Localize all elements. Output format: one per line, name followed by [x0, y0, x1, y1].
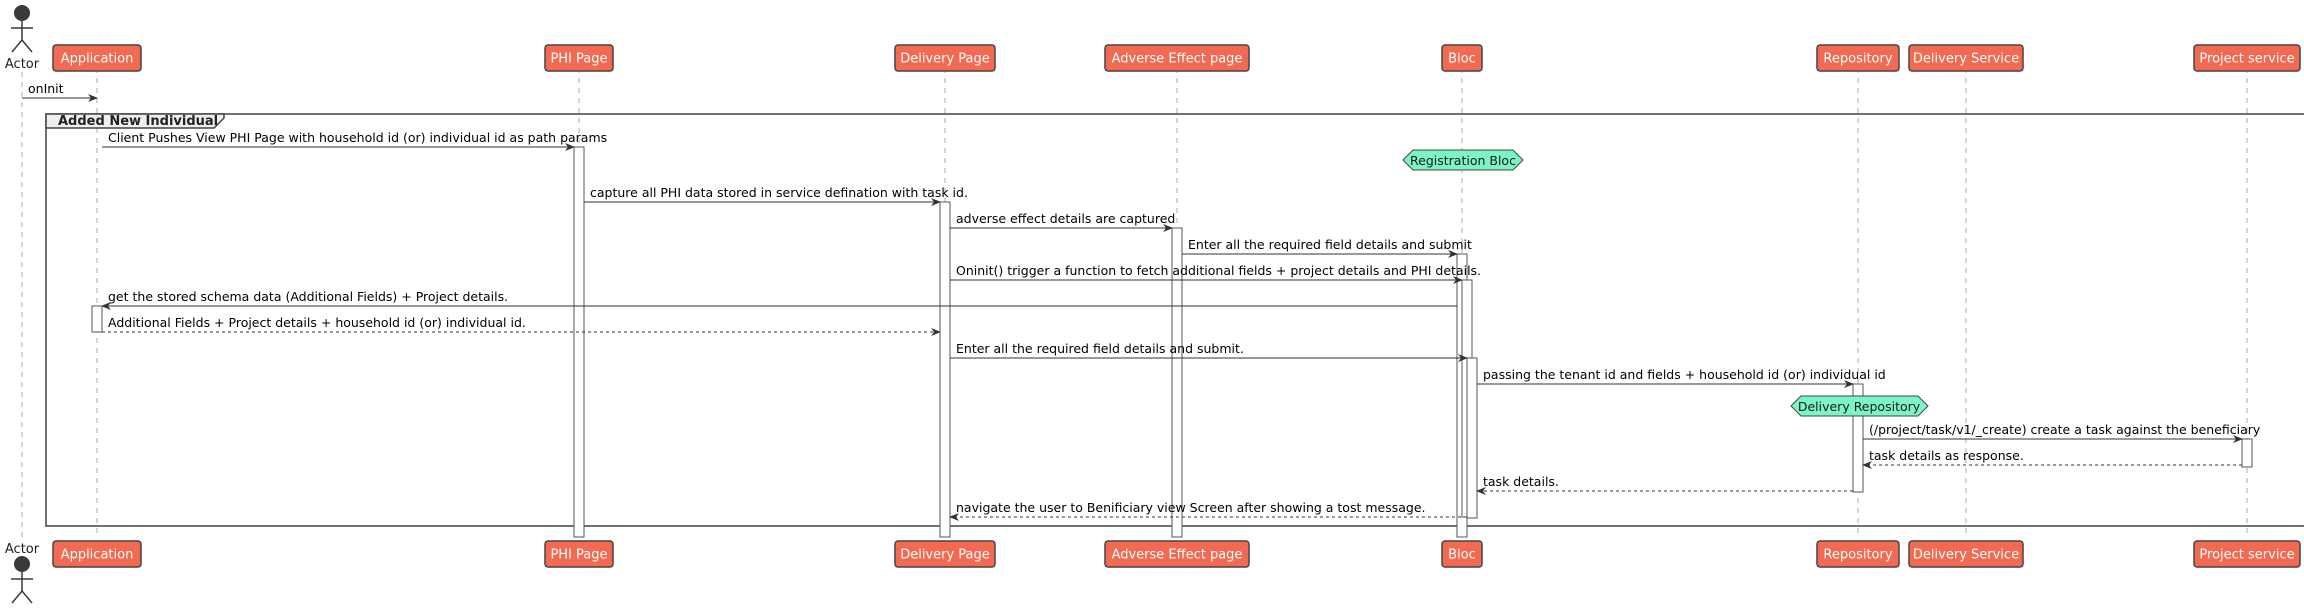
message-label: Enter all the required field details and… [1188, 237, 1472, 252]
activation-repo [1852, 383, 1864, 493]
actor-top: Actor [5, 5, 40, 72]
participant-project-bottom: Project service [2193, 540, 2301, 568]
participant-phi-top: PHI Page [544, 44, 614, 72]
participant-label-bloc: Bloc [1448, 548, 1476, 563]
message-9: Enter all the required field details and… [950, 341, 1468, 362]
participant-dservice-top: Delivery Service [1908, 44, 2024, 72]
message-label: Oninit() trigger a function to fetch add… [956, 263, 1481, 278]
message-label: Enter all the required field details and… [956, 341, 1244, 356]
message-label: (/project/task/v1/_create) create a task… [1869, 422, 2261, 437]
message-7: get the stored schema data (Additional F… [101, 289, 1457, 310]
message-label: task details. [1483, 474, 1559, 489]
message-10: passing the tenant id and fields + house… [1477, 367, 1886, 388]
actor-label-bottom: Actor [5, 542, 40, 557]
message-label: Client Pushes View PHI Page with househo… [108, 130, 607, 145]
message-13: task details. [1476, 474, 1853, 495]
participant-label-adverse: Adverse Effect page [1112, 52, 1243, 67]
svg-text:Registration Bloc: Registration Bloc [1410, 153, 1516, 168]
participant-label-bloc: Bloc [1448, 52, 1476, 67]
message-6: Oninit() trigger a function to fetch add… [950, 263, 1481, 284]
participant-label-project: Project service [2199, 52, 2294, 67]
participant-label-phi: PHI Page [550, 548, 607, 563]
participant-label-repo: Repository [1823, 548, 1892, 563]
actor-label-top: Actor [5, 57, 40, 72]
participant-adverse-top: Adverse Effect page [1104, 44, 1250, 72]
participant-label-dservice: Delivery Service [1913, 548, 2019, 563]
participant-label-app: Application [61, 52, 134, 67]
message-8: Additional Fields + Project details + ho… [102, 315, 941, 336]
message-5: Enter all the required field details and… [1182, 237, 1472, 258]
participant-label-delivery: Delivery Page [900, 548, 990, 563]
message-1: onInit [22, 81, 98, 102]
message-14: navigate the user to Benificiary view Sc… [949, 500, 1467, 521]
participant-label-project: Project service [2199, 548, 2294, 563]
message-label: Additional Fields + Project details + ho… [108, 315, 526, 330]
message-11: (/project/task/v1/_create) create a task… [1863, 422, 2261, 443]
actor-bottom: Actor [5, 542, 40, 604]
activation-phi [573, 146, 585, 538]
participant-label-app: Application [61, 548, 134, 563]
svg-text:Delivery Repository: Delivery Repository [1798, 399, 1921, 414]
message-3: capture all PHI data stored in service d… [584, 185, 968, 206]
activation-delivery [939, 201, 951, 538]
participant-repo-bottom: Repository [1816, 540, 1900, 568]
activation-bloc-3 [1466, 357, 1478, 519]
message-12: task details as response. [1862, 448, 2242, 469]
participant-delivery-top: Delivery Page [894, 44, 996, 72]
message-label: navigate the user to Benificiary view Sc… [956, 500, 1426, 515]
note-delivery-repository: Delivery Repository [1790, 395, 1929, 417]
participant-label-phi: PHI Page [550, 52, 607, 67]
participant-phi-bottom: PHI Page [544, 540, 614, 568]
activation-app [91, 305, 103, 333]
message-label: passing the tenant id and fields + house… [1483, 367, 1886, 382]
note-registration-bloc: Registration Bloc [1402, 149, 1524, 171]
activation-bars [91, 146, 2253, 538]
message-label: capture all PHI data stored in service d… [590, 185, 968, 200]
participant-delivery-bottom: Delivery Page [894, 540, 996, 568]
message-label: adverse effect details are captured [956, 211, 1175, 226]
participant-label-repo: Repository [1823, 52, 1892, 67]
activation-project [2241, 438, 2253, 468]
participants-top: Application PHI Page Delivery Page Adverse … [52, 44, 2301, 72]
participant-bloc-top: Bloc [1441, 44, 1483, 72]
participant-label-dservice: Delivery Service [1913, 52, 2019, 67]
message-4: adverse effect details are captured [950, 211, 1175, 232]
message-label: get the stored schema data (Additional F… [108, 289, 508, 304]
participant-label-adverse: Adverse Effect page [1112, 548, 1243, 563]
activation-adverse [1171, 227, 1183, 538]
message-2: Client Pushes View PHI Page with househo… [102, 130, 607, 151]
message-label: task details as response. [1869, 448, 2024, 463]
participant-bloc-bottom: Bloc [1441, 540, 1483, 568]
group-label: Added New Individual [58, 114, 218, 129]
participant-app-top: Application [52, 44, 142, 72]
participant-app-bottom: Application [52, 540, 142, 568]
message-label: onInit [28, 81, 64, 96]
participant-adverse-bottom: Adverse Effect page [1104, 540, 1250, 568]
participants-bottom: Application PHI Page Delivery Page Adverse … [52, 540, 2301, 568]
participant-repo-top: Repository [1816, 44, 1900, 72]
participant-project-top: Project service [2193, 44, 2301, 72]
participant-dservice-bottom: Delivery Service [1908, 540, 2024, 568]
participant-label-delivery: Delivery Page [900, 52, 990, 67]
